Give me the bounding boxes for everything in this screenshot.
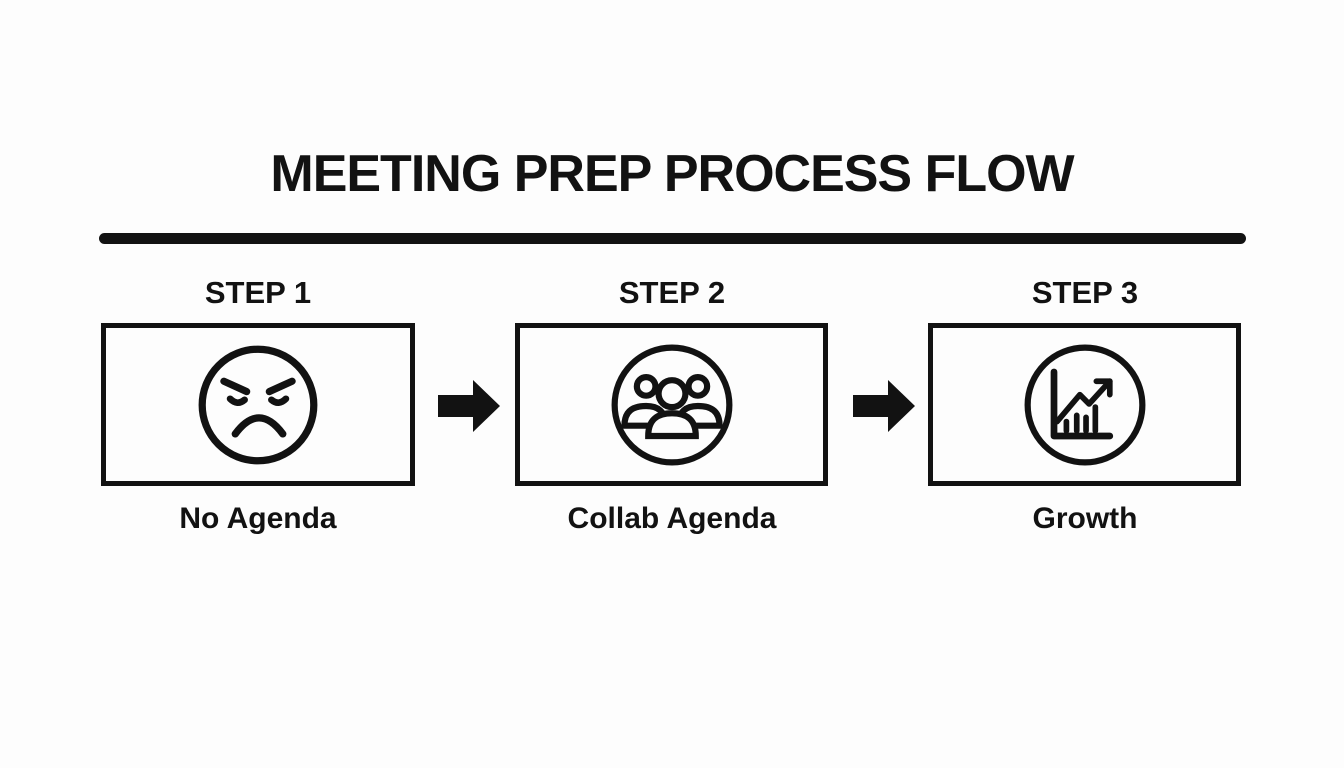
step-2-box [515, 323, 828, 486]
step-3-caption: Growth [1032, 502, 1138, 535]
arrow-right-icon [438, 380, 500, 432]
step-1-box [101, 323, 415, 486]
step-2-caption: Collab Agenda [567, 502, 777, 535]
step-3-label: STEP 3 [1031, 275, 1139, 310]
diagram-title: MEETING PREP PROCESS FLOW [270, 145, 1074, 203]
growth-chart-icon [1023, 343, 1147, 467]
step-1-caption: No Agenda [179, 502, 337, 535]
people-group-icon [610, 343, 734, 467]
step-1-label: STEP 1 [204, 275, 312, 310]
step-3-box [928, 323, 1241, 486]
step-2-label: STEP 2 [618, 275, 726, 310]
title-divider-rule [99, 233, 1246, 244]
arrow-right-icon [853, 380, 915, 432]
angry-face-icon [196, 343, 320, 467]
